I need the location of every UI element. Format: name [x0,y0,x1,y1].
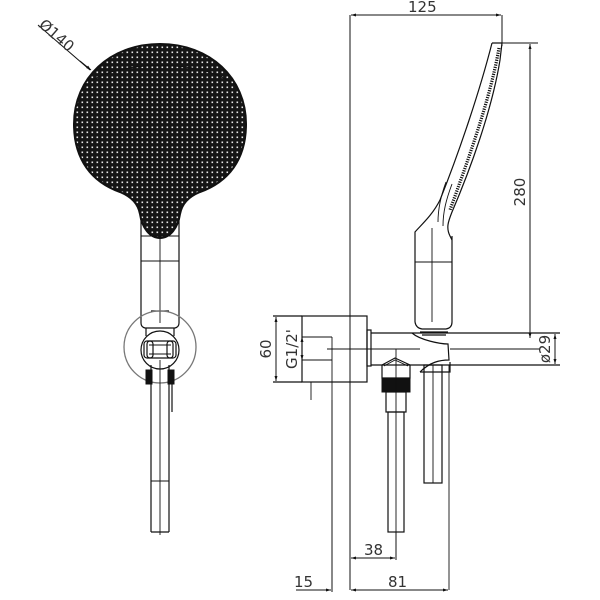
dimension-thread: G1/2' [283,317,304,381]
shower-handle [140,214,180,329]
svg-text:38: 38 [364,541,383,559]
svg-text:15: 15 [294,573,313,591]
shower-head-profile [414,42,503,336]
dimension-outlet-diameter: ø29 [536,334,557,364]
svg-text:81: 81 [388,573,407,591]
dimension-wall-offset: 15 [294,400,333,592]
dimension-overall-width: 125 [349,0,503,590]
diameter-leader-arrow [79,60,92,71]
wall-outlet [273,315,560,400]
side-view: 125 280 [257,0,560,592]
head-highlight-line [89,65,231,83]
shower-head-face [72,42,248,240]
dimension-hose-offset: 38 [351,532,397,560]
svg-text:ø29: ø29 [536,335,554,363]
svg-text:280: 280 [511,178,529,207]
front-view: Ø140 [35,15,248,535]
bracket-hook [423,364,450,590]
hose [145,360,175,535]
head-diameter-label: Ø140 [35,15,77,55]
hose-connector [381,349,411,560]
svg-text:G1/2': G1/2' [283,329,301,369]
svg-text:125: 125 [408,0,437,16]
dimension-flange-height: 60 [257,317,278,381]
dimension-depth: 81 [351,573,448,592]
dimension-head-height: 280 [498,42,538,338]
svg-text:60: 60 [257,339,275,358]
